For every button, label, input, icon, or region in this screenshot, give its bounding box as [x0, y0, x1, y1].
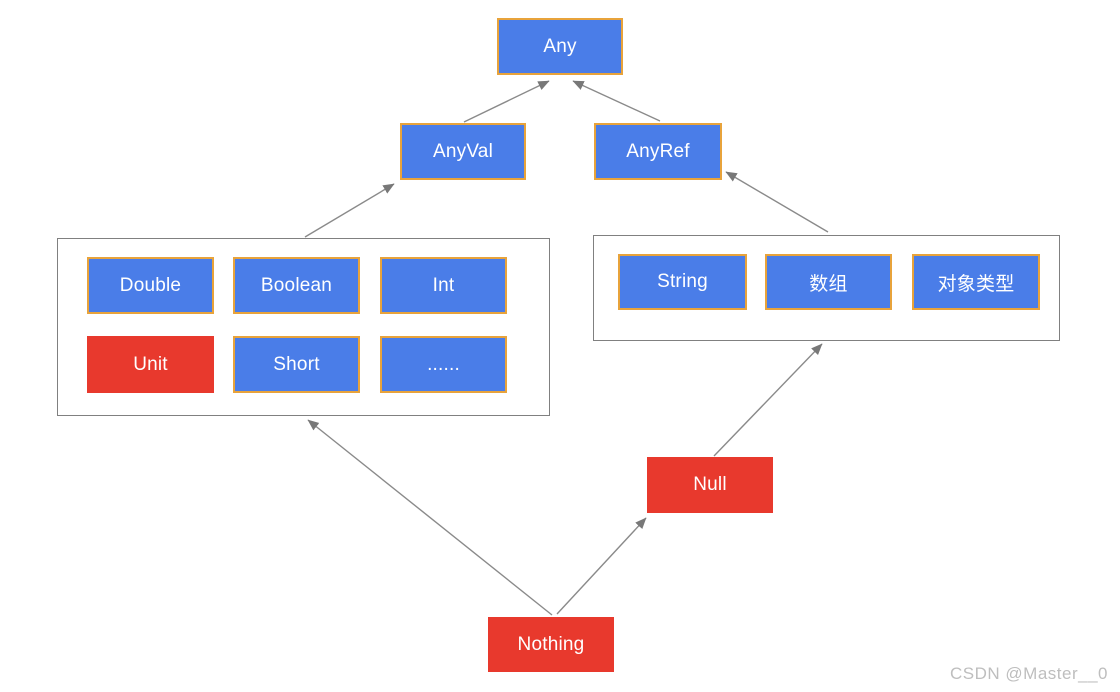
node-double: Double: [87, 257, 214, 314]
arrow-null-to-refgroup: [713, 343, 823, 457]
node-int: Int: [380, 257, 507, 314]
node-string: String: [618, 254, 747, 310]
arrow-refgroup-to-anyref: [725, 171, 829, 233]
node-boolean: Boolean: [233, 257, 360, 314]
node-anyref: AnyRef: [594, 123, 722, 180]
node-array: 数组: [765, 254, 892, 310]
value-types-group-box: [57, 238, 550, 416]
node-short: Short: [233, 336, 360, 393]
node-anyval: AnyVal: [400, 123, 526, 180]
node-object-type: 对象类型: [912, 254, 1040, 310]
arrow-anyval-to-any: [463, 80, 550, 123]
node-nothing: Nothing: [488, 617, 614, 672]
reference-types-group-box: [593, 235, 1060, 341]
node-null: Null: [647, 457, 773, 513]
arrow-anyref-to-any: [572, 80, 661, 122]
csdn-watermark: CSDN @Master__0: [950, 664, 1108, 683]
node-ellipsis: ......: [380, 336, 507, 393]
arrow-nothing-to-valgroup: [307, 419, 553, 616]
arrow-valgroup-to-anyval: [304, 183, 395, 238]
node-unit: Unit: [87, 336, 214, 393]
arrow-nothing-to-null: [556, 517, 647, 615]
node-any: Any: [497, 18, 623, 75]
